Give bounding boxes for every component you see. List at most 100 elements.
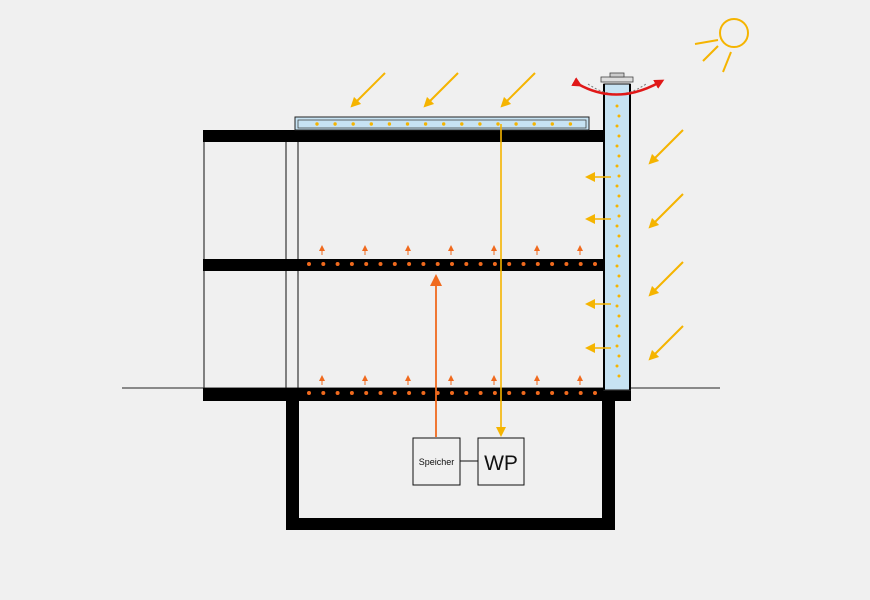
heating-dot xyxy=(450,262,454,266)
heating-dot xyxy=(550,391,555,395)
fluid-dot xyxy=(615,184,619,188)
sun-icon xyxy=(694,18,749,73)
heating-dot xyxy=(421,262,426,266)
solar-ray-arrow-icon xyxy=(648,325,684,361)
fluid-dot xyxy=(617,234,621,238)
heating-dot xyxy=(392,262,397,266)
heating-dot xyxy=(521,391,526,395)
fluid-dot xyxy=(617,194,621,198)
heating-dot xyxy=(307,391,311,395)
fluid-dot xyxy=(333,122,337,126)
heating-dot xyxy=(450,391,454,395)
heating-dot xyxy=(464,262,469,266)
fluid-dot xyxy=(615,264,619,268)
heating-dot xyxy=(407,262,412,266)
fluid-dot xyxy=(550,122,554,126)
heating-dot xyxy=(421,391,426,395)
fluid-dot xyxy=(315,122,319,126)
basement xyxy=(286,396,615,530)
fluid-dot xyxy=(615,144,619,148)
fluid-dot xyxy=(615,304,619,308)
heating-dot xyxy=(535,391,540,395)
heating-dot xyxy=(321,262,326,266)
fluid-dot xyxy=(617,334,621,338)
heating-dot xyxy=(392,391,397,395)
fluid-dot xyxy=(617,154,621,158)
vertical-collector-fluid-dots xyxy=(615,104,621,378)
fluid-dot xyxy=(615,224,619,228)
roof-collector-fluid-dots xyxy=(315,122,573,126)
fluid-dot xyxy=(351,122,355,126)
fluid-dot xyxy=(617,354,621,358)
roof-solar-collector xyxy=(294,116,590,131)
fluid-dot xyxy=(617,214,621,218)
fluid-dot xyxy=(617,174,621,178)
heating-dot xyxy=(478,262,483,266)
heating-dot xyxy=(364,391,369,395)
fluid-dot xyxy=(387,122,392,126)
fluid-dot xyxy=(615,204,619,208)
heating-dot xyxy=(435,262,440,266)
solar-ray-arrow-icon xyxy=(648,261,684,297)
fluid-dot xyxy=(617,134,621,138)
rotation-arrow-icon xyxy=(571,77,665,96)
fluid-dot xyxy=(496,122,500,126)
heating-dot xyxy=(464,391,469,395)
fluid-dot xyxy=(423,122,428,126)
fluid-dot xyxy=(615,164,619,168)
heating-dot xyxy=(550,262,555,266)
fluid-dot xyxy=(568,122,573,126)
heating-dot xyxy=(335,391,340,395)
solar-ray-arrow-icon xyxy=(648,129,684,165)
fluid-dot xyxy=(615,324,619,328)
heating-dot xyxy=(349,391,354,395)
heating-dot xyxy=(378,262,383,266)
heating-dot xyxy=(564,391,569,395)
heating-dot xyxy=(492,262,497,266)
heat-pump: WP xyxy=(477,437,525,486)
fluid-dot xyxy=(615,104,619,108)
vertical-solar-collector xyxy=(571,72,665,391)
solar-ray-arrow-icon xyxy=(350,72,386,108)
fluid-dot xyxy=(615,284,619,288)
fluid-dot xyxy=(617,254,621,258)
fluid-dot xyxy=(514,122,518,126)
heating-dot xyxy=(507,391,512,395)
fluid-dot xyxy=(617,314,621,318)
heating-dot xyxy=(335,262,340,266)
heating-dot xyxy=(521,262,526,266)
heating-dot xyxy=(307,262,311,266)
heating-dot xyxy=(349,262,354,266)
fluid-dot xyxy=(615,344,619,348)
heating-dot xyxy=(492,391,497,395)
fluid-dot xyxy=(460,122,464,126)
fluid-dot xyxy=(617,114,621,118)
heating-dot xyxy=(578,262,583,266)
fluid-dot xyxy=(442,122,446,126)
fluid-dot xyxy=(615,124,619,128)
fluid-dot xyxy=(532,122,536,126)
solar-ray-arrow-icon xyxy=(500,72,536,108)
fluid-dot xyxy=(617,294,621,298)
solar-ray-arrow-icon xyxy=(648,193,684,229)
solar-ray-arrows xyxy=(350,72,684,361)
fluid-dot xyxy=(617,374,621,378)
facade-heat-arrows xyxy=(585,172,611,353)
solar-ray-arrow-icon xyxy=(423,72,459,108)
heat-pump-label: WP xyxy=(484,452,518,475)
heating-dot xyxy=(507,262,512,266)
middle-floor-slab xyxy=(203,259,603,271)
fluid-dot xyxy=(615,244,619,248)
heating-dot xyxy=(378,391,383,395)
heating-dot xyxy=(535,262,540,266)
fluid-dot xyxy=(617,274,621,278)
heating-dot xyxy=(478,391,483,395)
roof-slab xyxy=(203,130,603,142)
heating-dot xyxy=(364,262,369,266)
fluid-dot xyxy=(615,364,619,368)
storage-tank: Speicher xyxy=(412,437,461,486)
heating-dot xyxy=(578,391,583,395)
heating-dot xyxy=(407,391,412,395)
floor-heating xyxy=(307,245,597,395)
